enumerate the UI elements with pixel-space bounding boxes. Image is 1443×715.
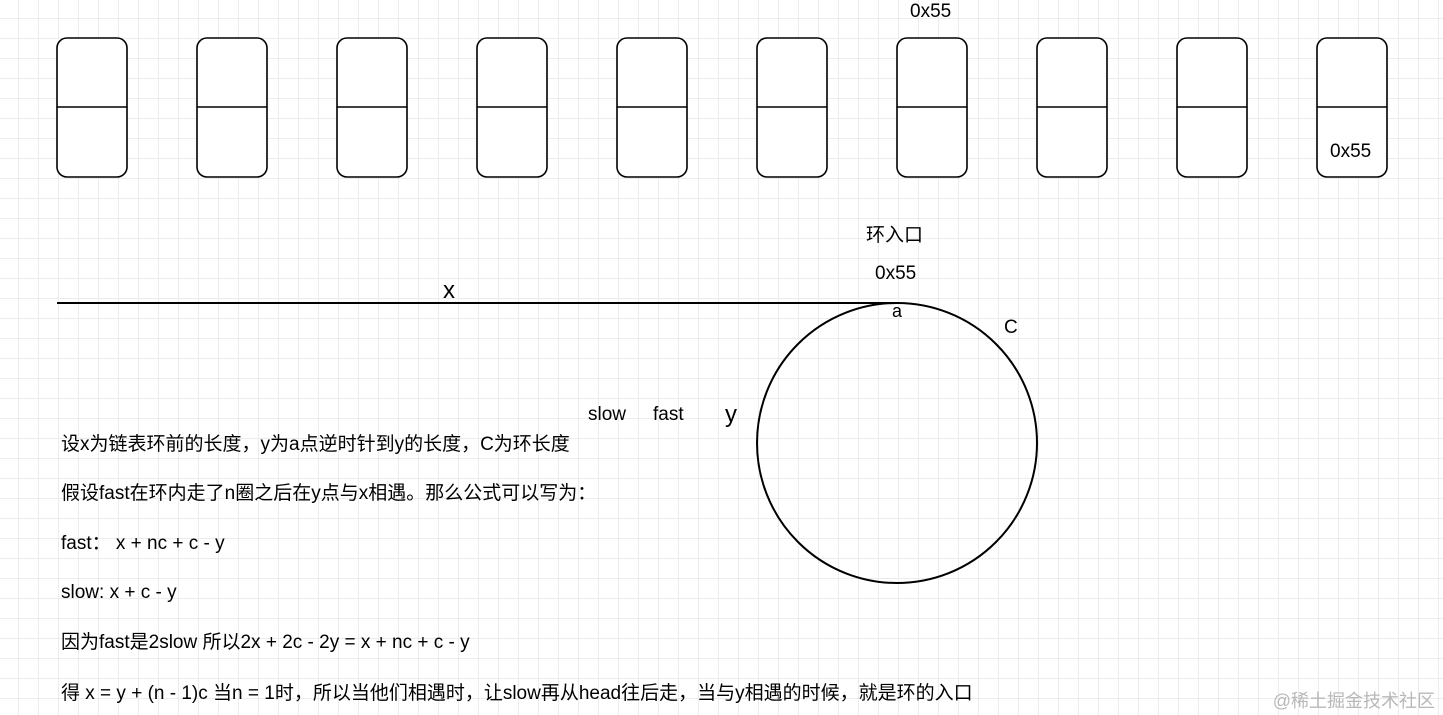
text-line-conclusion: 得 x = y + (n - 1)c 当n = 1时，所以当他们相遇时，让slo… <box>61 683 973 704</box>
text-line-assumption: 假设fast在环内走了n圈之后在y点与x相遇。那么公式可以写为： <box>61 483 597 504</box>
text-line-slow-formula: slow: x + c - y <box>61 582 177 603</box>
node-row <box>56 37 1388 178</box>
list-node <box>756 37 828 178</box>
a-point-label: a <box>892 301 903 321</box>
text-line-definition: 设x为链表环前的长度，y为a点逆时针到y的长度，C为环长度 <box>61 434 570 455</box>
list-node <box>196 37 268 178</box>
slow-label: slow <box>588 404 627 425</box>
list-node <box>476 37 548 178</box>
list-node <box>1316 37 1388 178</box>
list-node <box>616 37 688 178</box>
cycle-circle <box>756 302 1038 584</box>
y-label: y <box>725 401 737 428</box>
cycle-entry-label: 环入口 <box>866 225 924 246</box>
list-node <box>336 37 408 178</box>
x-label: x <box>443 277 455 304</box>
fast-label: fast <box>653 404 684 425</box>
c-label: C <box>1004 317 1018 338</box>
list-node <box>1036 37 1108 178</box>
last-node-address-label: 0x55 <box>1330 141 1372 162</box>
list-node <box>1176 37 1248 178</box>
watermark: @稀土掘金技术社区 <box>1272 691 1435 711</box>
cycle-entry-address: 0x55 <box>875 263 917 284</box>
top-address-label: 0x55 <box>910 1 952 22</box>
list-node <box>896 37 968 178</box>
list-node <box>56 37 128 178</box>
text-line-equation: 因为fast是2slow 所以2x + 2c - 2y = x + nc + c… <box>61 632 470 653</box>
text-line-fast-formula: fast： x + nc + c - y <box>61 533 225 554</box>
